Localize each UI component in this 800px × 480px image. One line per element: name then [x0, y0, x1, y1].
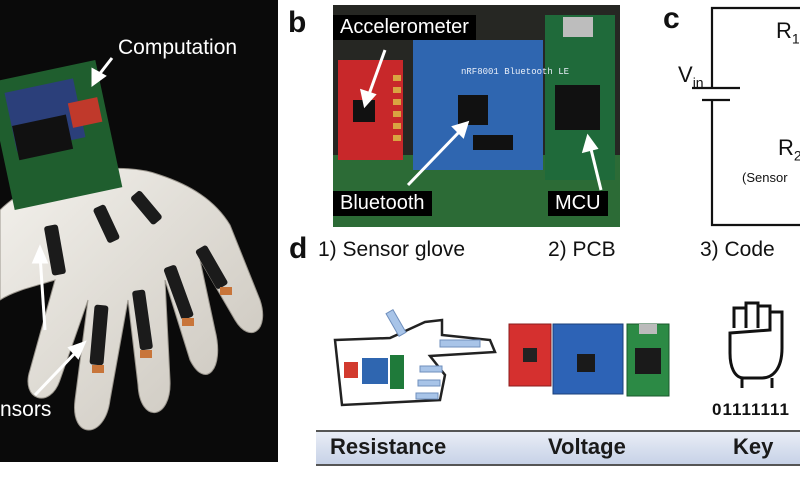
glove-illustration [0, 0, 278, 462]
accelerometer-label: Accelerometer [333, 15, 476, 40]
chip-text: nRF8001 Bluetooth LE [461, 67, 569, 77]
binary-code: 01111111 [712, 400, 790, 420]
pcb-drawing [505, 318, 680, 403]
flow-key: Key [733, 434, 773, 460]
sign-hand-icon [722, 298, 800, 390]
vin-label: Vin [678, 62, 704, 90]
pcb-photo: nRF8001 Bluetooth LE Accelerometer Bluet… [333, 5, 620, 227]
sensors-label: nsors [0, 398, 51, 422]
glove-drawing [330, 300, 500, 415]
step-code: 3) Code [700, 238, 775, 262]
step-sensor-glove: 1) Sensor glove [318, 238, 465, 262]
r2-label: R2 [778, 135, 800, 163]
mcu-label: MCU [548, 191, 608, 216]
sensor-note: (Sensor [742, 170, 788, 185]
panel-d-letter: d [289, 232, 307, 266]
flow-resistance: Resistance [330, 434, 446, 460]
r1-label: R1 [776, 18, 800, 46]
panel-b-letter: b [288, 6, 306, 40]
computation-label: Computation [118, 36, 237, 60]
flow-voltage: Voltage [548, 434, 626, 460]
bluetooth-label: Bluetooth [333, 191, 432, 216]
step-pcb: 2) PCB [548, 238, 616, 262]
glove-photo: Computation nsors [0, 0, 278, 462]
circuit-diagram: Vin R1 R2 (Sensor [640, 0, 800, 230]
